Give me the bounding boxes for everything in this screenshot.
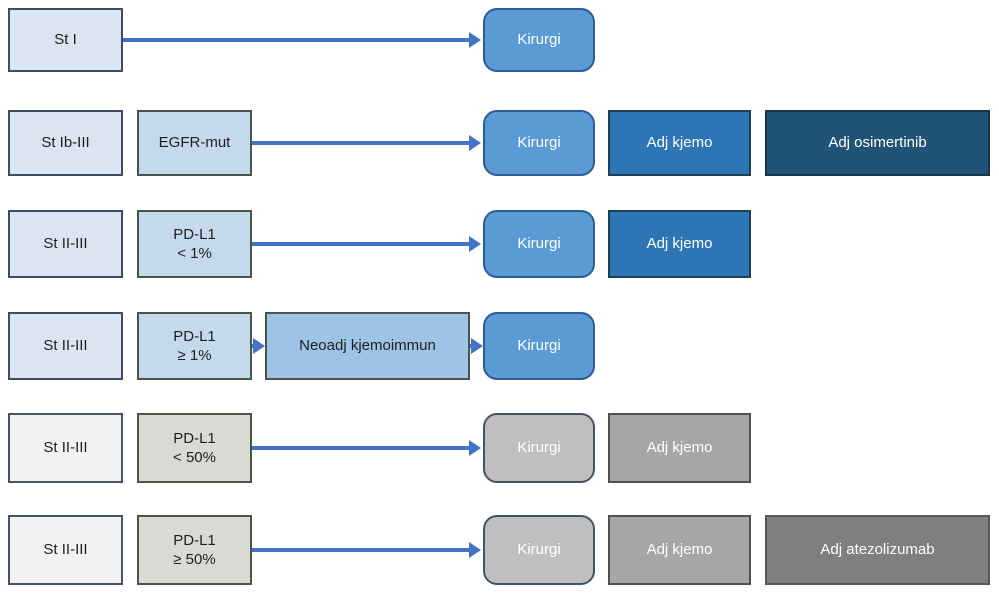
stage-box: St II-III	[8, 312, 123, 380]
biomarker-box: PD-L1 < 50%	[137, 413, 252, 483]
surgery-node: Kirurgi	[483, 110, 595, 176]
arrow-head-icon	[471, 338, 483, 354]
flow-arrow	[252, 135, 481, 151]
surgery-node: Kirurgi	[483, 210, 595, 278]
arrow-head-icon	[469, 32, 481, 48]
adj-osimertinib-node: Adj osimertinib	[765, 110, 990, 176]
stage-box: St II-III	[8, 515, 123, 585]
adj-chemo-node: Adj kjemo	[608, 210, 751, 278]
biomarker-box: EGFR-mut	[137, 110, 252, 176]
stage-box: St II-III	[8, 413, 123, 483]
arrow-shaft	[252, 141, 471, 145]
flow-arrow	[470, 338, 483, 354]
adj-chemo-node: Adj kjemo	[608, 110, 751, 176]
biomarker-line2: ≥ 50%	[173, 551, 216, 568]
arrow-shaft	[123, 38, 471, 42]
arrow-head-icon	[469, 440, 481, 456]
flow-arrow	[252, 440, 481, 456]
arrow-shaft	[252, 548, 471, 552]
arrow-head-icon	[469, 542, 481, 558]
stage-box: St Ib-III	[8, 110, 123, 176]
neoadjuvant-node: Neoadj kjemoimmun	[265, 312, 470, 380]
arrow-head-icon	[469, 135, 481, 151]
arrow-head-icon	[469, 236, 481, 252]
biomarker-line1: PD-L1	[173, 327, 216, 345]
surgery-node: Kirurgi	[483, 413, 595, 483]
biomarker-line1: PD-L1	[173, 531, 216, 549]
biomarker-line2: < 1%	[177, 245, 212, 262]
biomarker-line2: ≥ 1%	[177, 347, 212, 364]
flow-arrow	[252, 236, 481, 252]
flow-arrow	[123, 32, 481, 48]
biomarker-line1: PD-L1	[173, 225, 216, 243]
stage-box: St II-III	[8, 210, 123, 278]
arrow-shaft	[252, 446, 471, 450]
surgery-node: Kirurgi	[483, 312, 595, 380]
adj-atezolizumab-node: Adj atezolizumab	[765, 515, 990, 585]
arrow-head-icon	[253, 338, 265, 354]
biomarker-line1: PD-L1	[173, 429, 216, 447]
surgery-node: Kirurgi	[483, 515, 595, 585]
surgery-node: Kirurgi	[483, 8, 595, 72]
flow-arrow	[252, 542, 481, 558]
biomarker-box: PD-L1 < 1%	[137, 210, 252, 278]
flow-arrow	[252, 338, 265, 354]
biomarker-box: PD-L1 ≥ 1%	[137, 312, 252, 380]
stage-box: St I	[8, 8, 123, 72]
arrow-shaft	[252, 242, 471, 246]
adj-chemo-node: Adj kjemo	[608, 413, 751, 483]
biomarker-line2: < 50%	[173, 449, 216, 466]
biomarker-box: PD-L1 ≥ 50%	[137, 515, 252, 585]
adj-chemo-node: Adj kjemo	[608, 515, 751, 585]
